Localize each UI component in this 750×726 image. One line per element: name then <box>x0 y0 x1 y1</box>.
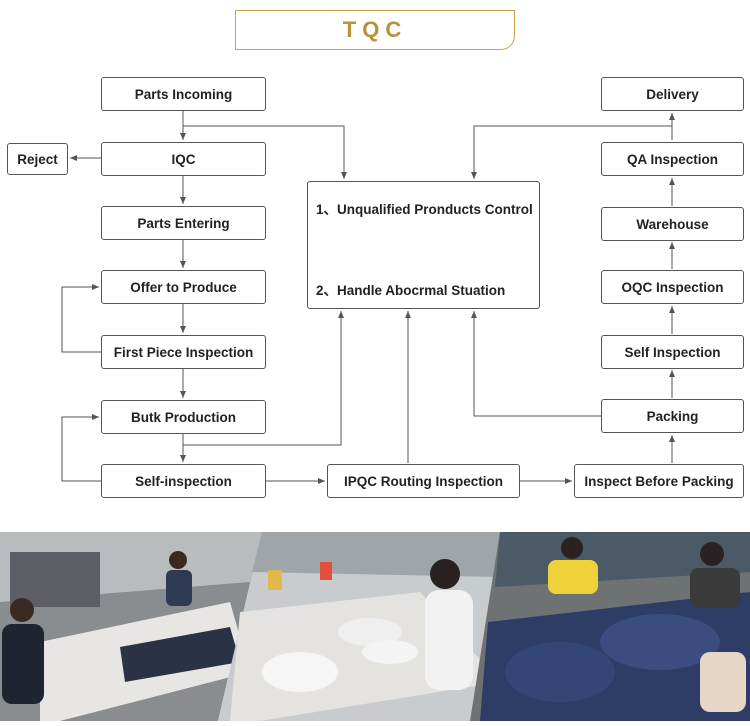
workshop-photo-strip <box>0 532 750 721</box>
node-parts-entering: Parts Entering <box>101 206 266 240</box>
node-quality-control-center: 1、Unqualified Pronducts Control 2、Handle… <box>307 181 540 309</box>
node-reject: Reject <box>7 143 68 175</box>
node-warehouse: Warehouse <box>601 207 744 241</box>
flow-connectors <box>61 111 675 484</box>
node-ipqc-routing-inspection: IPQC Routing Inspection <box>327 464 520 498</box>
center-line-1: 1、Unqualified Pronducts Control <box>316 202 533 217</box>
node-self-inspection-right: Self Inspection <box>601 335 744 369</box>
node-qa-inspection: QA Inspection <box>601 142 744 176</box>
node-butk-production: Butk Production <box>101 400 266 434</box>
title-banner: TQC <box>235 10 515 50</box>
workshop-photo-1 <box>0 532 262 721</box>
node-oqc-inspection: OQC Inspection <box>601 270 744 304</box>
node-first-piece-inspection: First Piece Inspection <box>101 335 266 369</box>
node-inspect-before-packing: Inspect Before Packing <box>574 464 744 498</box>
workshop-photo-3 <box>470 532 750 721</box>
node-delivery: Delivery <box>601 77 744 111</box>
node-self-inspection: Self-inspection <box>101 464 266 498</box>
node-parts-incoming: Parts Incoming <box>101 77 266 111</box>
node-iqc: IQC <box>101 142 266 176</box>
workshop-photos <box>0 532 750 721</box>
page-title: TQC <box>342 17 408 42</box>
workshop-photo-2 <box>218 532 500 721</box>
node-offer-to-produce: Offer to Produce <box>101 270 266 304</box>
node-packing: Packing <box>601 399 744 433</box>
center-line-2: 2、Handle Abocrmal Stuation <box>316 283 506 298</box>
